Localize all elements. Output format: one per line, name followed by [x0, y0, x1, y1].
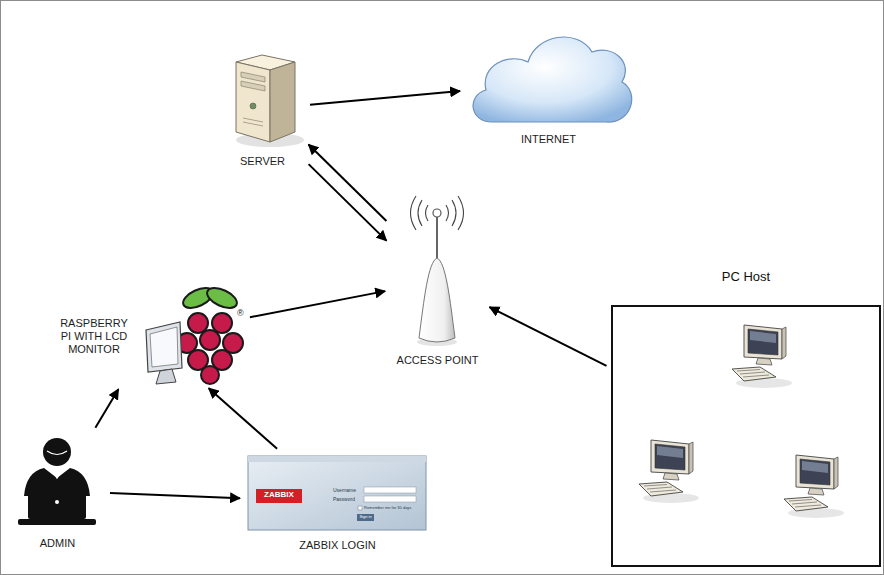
connector-arrow: [310, 91, 460, 105]
connector-arrow: [309, 144, 387, 221]
admin-icon: [18, 438, 96, 525]
group-heading: PC Host: [613, 269, 879, 285]
connector-arrow: [250, 291, 385, 317]
logo-text: ZABBIX: [256, 491, 302, 499]
button-label: Sign in: [357, 515, 374, 519]
connector-arrow: [95, 389, 118, 427]
field-label: Password: [333, 497, 355, 502]
cloud-icon: [473, 37, 632, 122]
connector-arrow: [110, 493, 240, 498]
raspberry-node: RASPBERRY PI WITH LCD MONITOR: [55, 288, 245, 385]
node-label: ADMIN: [40, 537, 75, 550]
access-point-icon: [411, 196, 464, 346]
connector-arrow: [489, 307, 606, 366]
access-point-node: ACCESS POINT: [390, 195, 485, 367]
zabbix-node: ZABBIX LOGIN: [245, 452, 430, 552]
checkbox-label: Remember me for 30 days: [364, 506, 411, 510]
admin-node: ADMIN: [10, 432, 105, 550]
server-icon: [236, 55, 304, 147]
pc-icons: [639, 325, 844, 518]
trademark-mark: ®: [237, 309, 244, 318]
internet-node: INTERNET: [465, 20, 632, 146]
node-label: INTERNET: [521, 133, 576, 146]
zabbix-screenshot: [248, 456, 426, 530]
node-label: SERVER: [240, 155, 285, 168]
server-node: SERVER: [220, 50, 305, 168]
node-label: ZABBIX LOGIN: [299, 539, 375, 552]
node-label: ACCESS POINT: [397, 354, 479, 367]
node-label: RASPBERRY PI WITH LCD MONITOR: [55, 317, 133, 356]
raspberry-pi-icon: [146, 284, 243, 384]
connector-arrow: [309, 164, 387, 241]
field-label: Username: [333, 488, 356, 493]
connector-arrow: [209, 388, 277, 448]
host-group: PC Host: [611, 305, 881, 567]
